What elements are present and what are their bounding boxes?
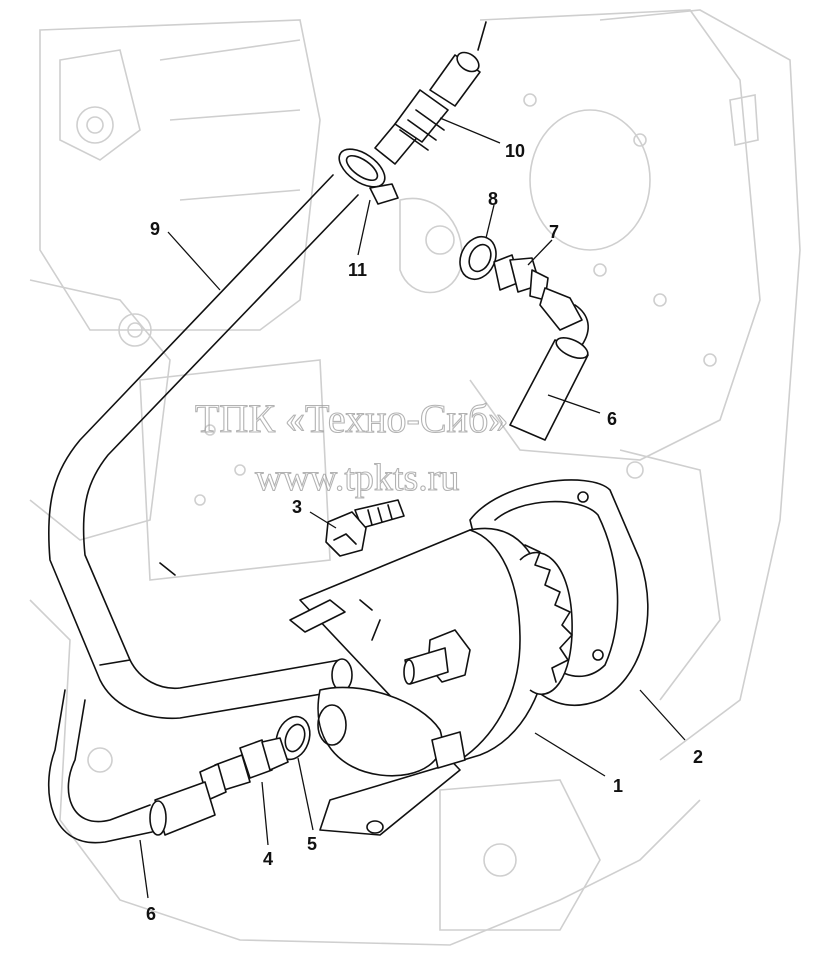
callout-5: 5 [307, 834, 317, 854]
fitting-item-4 [199, 737, 289, 801]
pipe-item-6-lower [48, 689, 216, 844]
bolt-item-3 [325, 499, 405, 557]
callout-9: 9 [150, 219, 160, 239]
engine-block-background [29, 9, 801, 946]
watermark: ТПК «Техно-Сиб» www.tpkts.ru [194, 395, 508, 499]
callout-6-lower: 6 [146, 904, 156, 924]
callout-11: 11 [348, 260, 367, 280]
sealing-washer-item-8 [459, 236, 497, 280]
callout-labels: 1 2 3 4 5 6 6 7 8 9 10 11 [146, 141, 703, 924]
callout-3: 3 [292, 497, 302, 517]
hose-clamp-item-11 [338, 148, 399, 205]
callout-10: 10 [505, 141, 525, 161]
fitting-item-7 [493, 254, 583, 331]
callout-1: 1 [613, 776, 623, 796]
connector-item-10 [374, 21, 487, 165]
callout-6-upper: 6 [607, 409, 617, 429]
callout-8: 8 [488, 189, 498, 209]
watermark-url: www.tpkts.ru [255, 457, 459, 499]
callout-2: 2 [693, 747, 703, 767]
watermark-company: ТПК «Техно-Сиб» [195, 396, 508, 441]
pump-body-item-1 [289, 527, 573, 836]
callout-4: 4 [263, 849, 273, 869]
pipe-item-6-upper [509, 304, 589, 441]
pipe-item-9 [47, 174, 359, 720]
leader-lines [139, 117, 686, 899]
callout-7: 7 [549, 222, 559, 242]
